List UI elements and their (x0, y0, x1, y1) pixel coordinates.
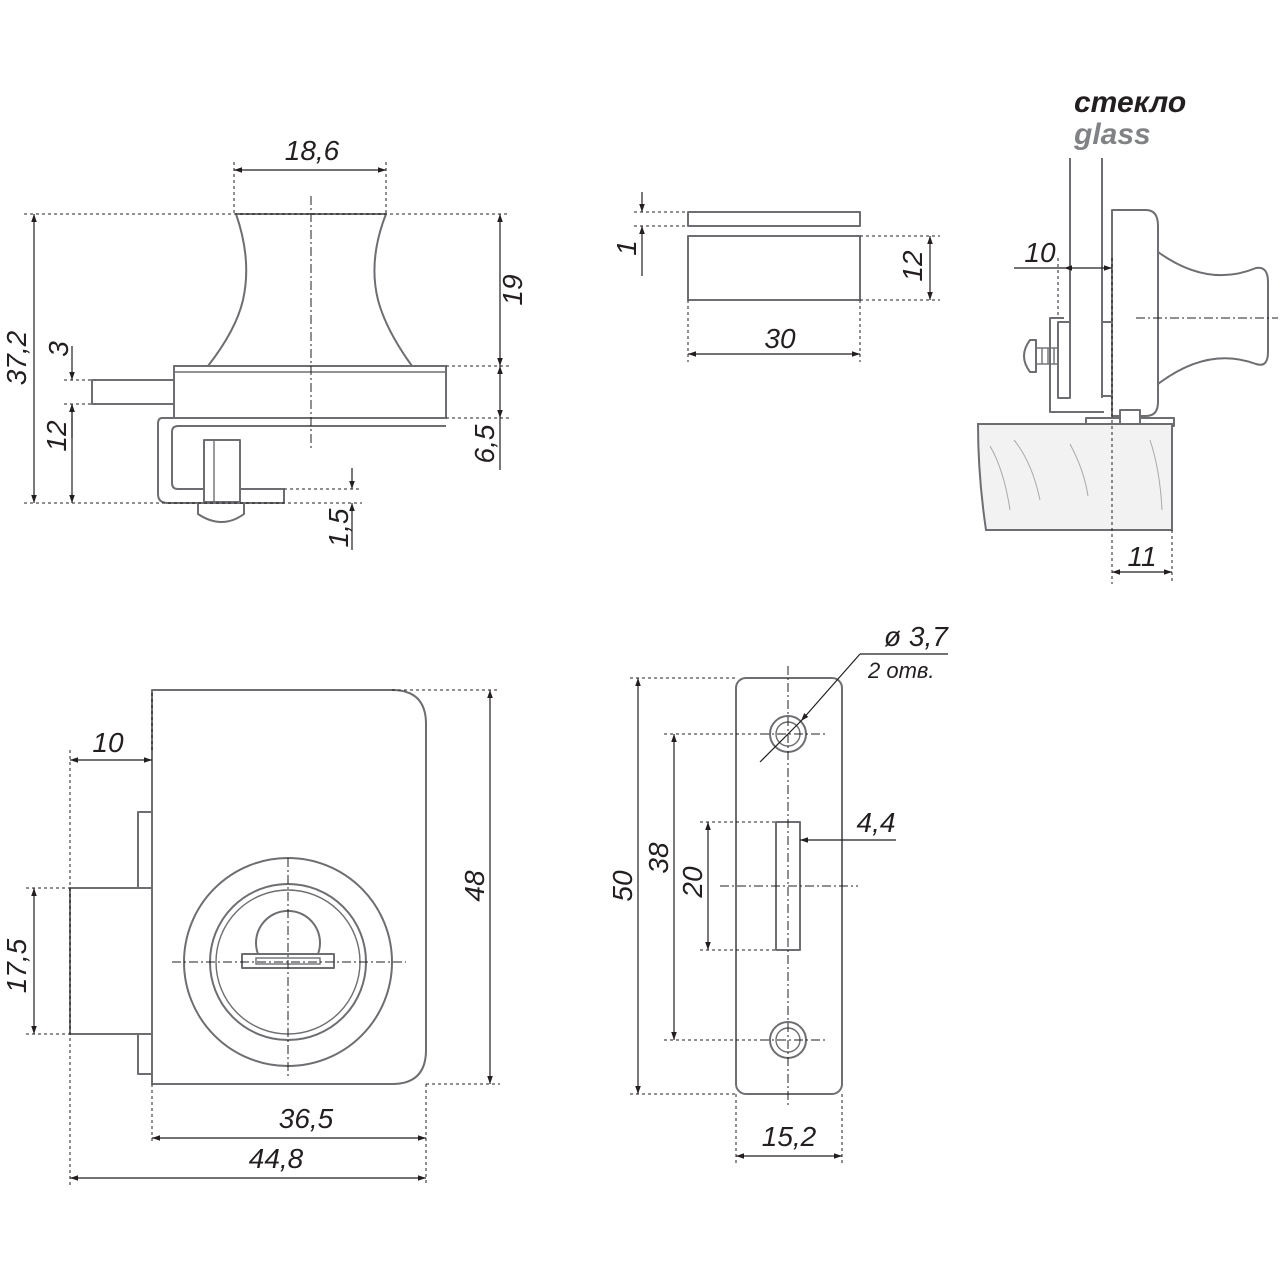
dim-side-top-width: 18,6 (285, 135, 340, 166)
dim-plate-slot-width: 4,4 (857, 807, 896, 838)
wood-shelf (976, 423, 1173, 531)
dim-strike-length: 30 (764, 323, 796, 354)
leader-line (759, 720, 802, 763)
knob-side-outline (207, 213, 413, 367)
dim-side-lower-height: 12 (41, 420, 72, 452)
bracket-side (157, 417, 446, 504)
mounting-view: стекло glass 10 (976, 86, 1278, 584)
glass-pane (1069, 158, 1103, 398)
dim-plate-width: 15,2 (762, 1121, 817, 1152)
strike-block (687, 235, 861, 301)
screw-side (203, 439, 241, 503)
dim-side-body-height: 6,5 (469, 424, 500, 463)
dim-strike-height: 12 (897, 250, 928, 282)
dim-side-knob-height: 19 (497, 274, 528, 305)
dim-side-plate-thickness: 1,5 (323, 508, 354, 547)
mount-screw-thread (1035, 347, 1059, 365)
glass-label-en: glass (1073, 118, 1151, 151)
mount-screw-head (1023, 339, 1037, 373)
wood-grain (989, 445, 1011, 511)
dim-side-bolt-thickness: 3 (43, 341, 74, 357)
dim-plate-height: 50 (607, 870, 638, 902)
holes-note: 2 отв. (867, 658, 935, 683)
mount-lock-body (1111, 209, 1159, 417)
leader-line (800, 653, 861, 722)
strike-view: 1 12 30 (611, 192, 940, 362)
dim-strike-thickness: 1 (611, 240, 642, 256)
dim-hole-diameter: ø 3,7 (884, 621, 949, 652)
wood-grain (1069, 443, 1089, 497)
mount-plate (1057, 321, 1071, 399)
dim-front-total-width: 44,8 (249, 1143, 304, 1174)
bolt-side (91, 379, 175, 405)
dim-front-height: 48 (459, 870, 490, 902)
front-bolt (69, 887, 153, 1035)
dim-plate-hole-spacing: 38 (643, 842, 674, 874)
dim-plate-slot-height: 20 (677, 866, 708, 899)
mount-clamp-pad (1101, 321, 1113, 397)
wood-grain (1013, 439, 1041, 501)
lock-body-side (173, 365, 447, 419)
mounting-plate-view: 50 38 20 4,4 15,2 ø 3,7 2 отв. (607, 621, 949, 1166)
wood-grain (1149, 439, 1163, 511)
mount-bracket (1049, 317, 1104, 413)
dim-side-total-height: 37,2 (1, 330, 32, 385)
dim-front-body-width: 36,5 (279, 1103, 334, 1134)
screw-head-side (197, 502, 245, 523)
dim-front-bolt-offset: 10 (92, 727, 124, 758)
front-view: 10 17,5 48 36,5 44,8 (1, 689, 500, 1186)
side-view: 18,6 37,2 19 3 12 6,5 1,5 (1, 135, 528, 550)
dim-mount-edge-offset: 11 (1127, 541, 1156, 572)
dim-mount-glass-offset: 10 (1024, 237, 1056, 268)
strike-top-plate (687, 211, 861, 227)
dim-front-bolt-height: 17,5 (1, 938, 32, 993)
glass-label-ru: стекло (1074, 86, 1186, 119)
front-flange-bottom (137, 1033, 153, 1075)
front-flange-top (137, 811, 153, 889)
